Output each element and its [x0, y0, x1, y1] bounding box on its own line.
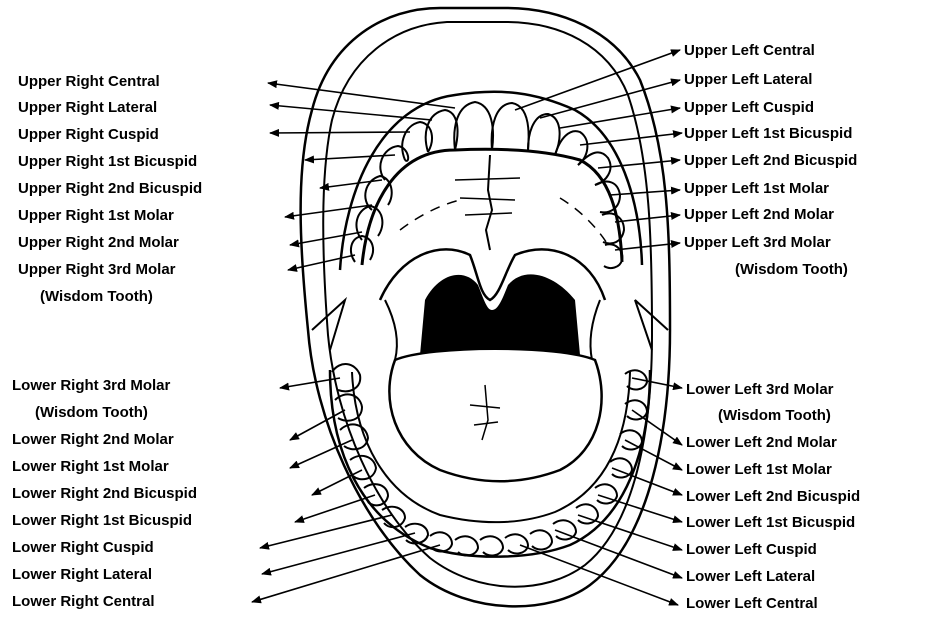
- label-lower-left-cuspid: Lower Left Cuspid: [686, 541, 817, 559]
- label-upper-right-1st-bicuspid: Upper Right 1st Bicuspid: [18, 153, 197, 171]
- soft-palate: [380, 249, 605, 300]
- label-upper-left-1st-molar: Upper Left 1st Molar: [684, 180, 829, 198]
- label-lower-right-1st-molar: Lower Right 1st Molar: [12, 458, 169, 476]
- label-lower-left-1st-molar: Lower Left 1st Molar: [686, 461, 832, 479]
- label-lower-left-3rd-molar: Lower Left 3rd Molar: [686, 381, 834, 399]
- label-upper-right-cuspid: Upper Right Cuspid: [18, 126, 159, 144]
- label-upper-left-lateral: Upper Left Lateral: [684, 71, 812, 89]
- label-lower-left-lateral: Lower Left Lateral: [686, 568, 815, 586]
- label-upper-right-wisdom-note: (Wisdom Tooth): [40, 288, 153, 306]
- label-lower-right-2nd-molar: Lower Right 2nd Molar: [12, 431, 174, 449]
- label-lower-right-cuspid: Lower Right Cuspid: [12, 539, 154, 557]
- label-upper-left-1st-bicuspid: Upper Left 1st Bicuspid: [684, 125, 852, 143]
- label-upper-right-2nd-molar: Upper Right 2nd Molar: [18, 234, 179, 252]
- label-lower-right-1st-bicuspid: Lower Right 1st Bicuspid: [12, 512, 192, 530]
- tongue: [389, 349, 601, 482]
- label-upper-right-lateral: Upper Right Lateral: [18, 99, 157, 117]
- label-upper-left-2nd-bicuspid: Upper Left 2nd Bicuspid: [684, 152, 857, 170]
- tonsil-right: [590, 300, 600, 360]
- label-upper-left-central: Upper Left Central: [684, 42, 815, 60]
- label-lower-left-2nd-bicuspid: Lower Left 2nd Bicuspid: [686, 488, 860, 506]
- label-upper-right-3rd-molar: Upper Right 3rd Molar: [18, 261, 176, 279]
- label-lower-right-3rd-molar: Lower Right 3rd Molar: [12, 377, 170, 395]
- label-lower-right-lateral: Lower Right Lateral: [12, 566, 152, 584]
- leaders-upper-left: [515, 50, 682, 250]
- tonsil-left: [385, 300, 397, 360]
- label-lower-left-1st-bicuspid: Lower Left 1st Bicuspid: [686, 514, 855, 532]
- inner-lip-outline: [323, 22, 652, 587]
- label-lower-left-2nd-molar: Lower Left 2nd Molar: [686, 434, 837, 452]
- label-upper-left-cuspid: Upper Left Cuspid: [684, 99, 814, 117]
- label-upper-right-2nd-bicuspid: Upper Right 2nd Bicuspid: [18, 180, 202, 198]
- label-upper-left-wisdom-note: (Wisdom Tooth): [735, 261, 848, 279]
- label-lower-left-central: Lower Left Central: [686, 595, 818, 613]
- label-upper-right-central: Upper Right Central: [18, 73, 160, 91]
- label-upper-left-3rd-molar: Upper Left 3rd Molar: [684, 234, 831, 252]
- palate-ridge: [486, 155, 492, 250]
- label-upper-right-1st-molar: Upper Right 1st Molar: [18, 207, 174, 225]
- label-lower-right-central: Lower Right Central: [12, 593, 155, 611]
- label-lower-right-wisdom-note: (Wisdom Tooth): [35, 404, 148, 422]
- label-upper-left-2nd-molar: Upper Left 2nd Molar: [684, 206, 834, 224]
- label-lower-right-2nd-bicuspid: Lower Right 2nd Bicuspid: [12, 485, 197, 503]
- label-lower-left-wisdom-note: (Wisdom Tooth): [718, 407, 831, 425]
